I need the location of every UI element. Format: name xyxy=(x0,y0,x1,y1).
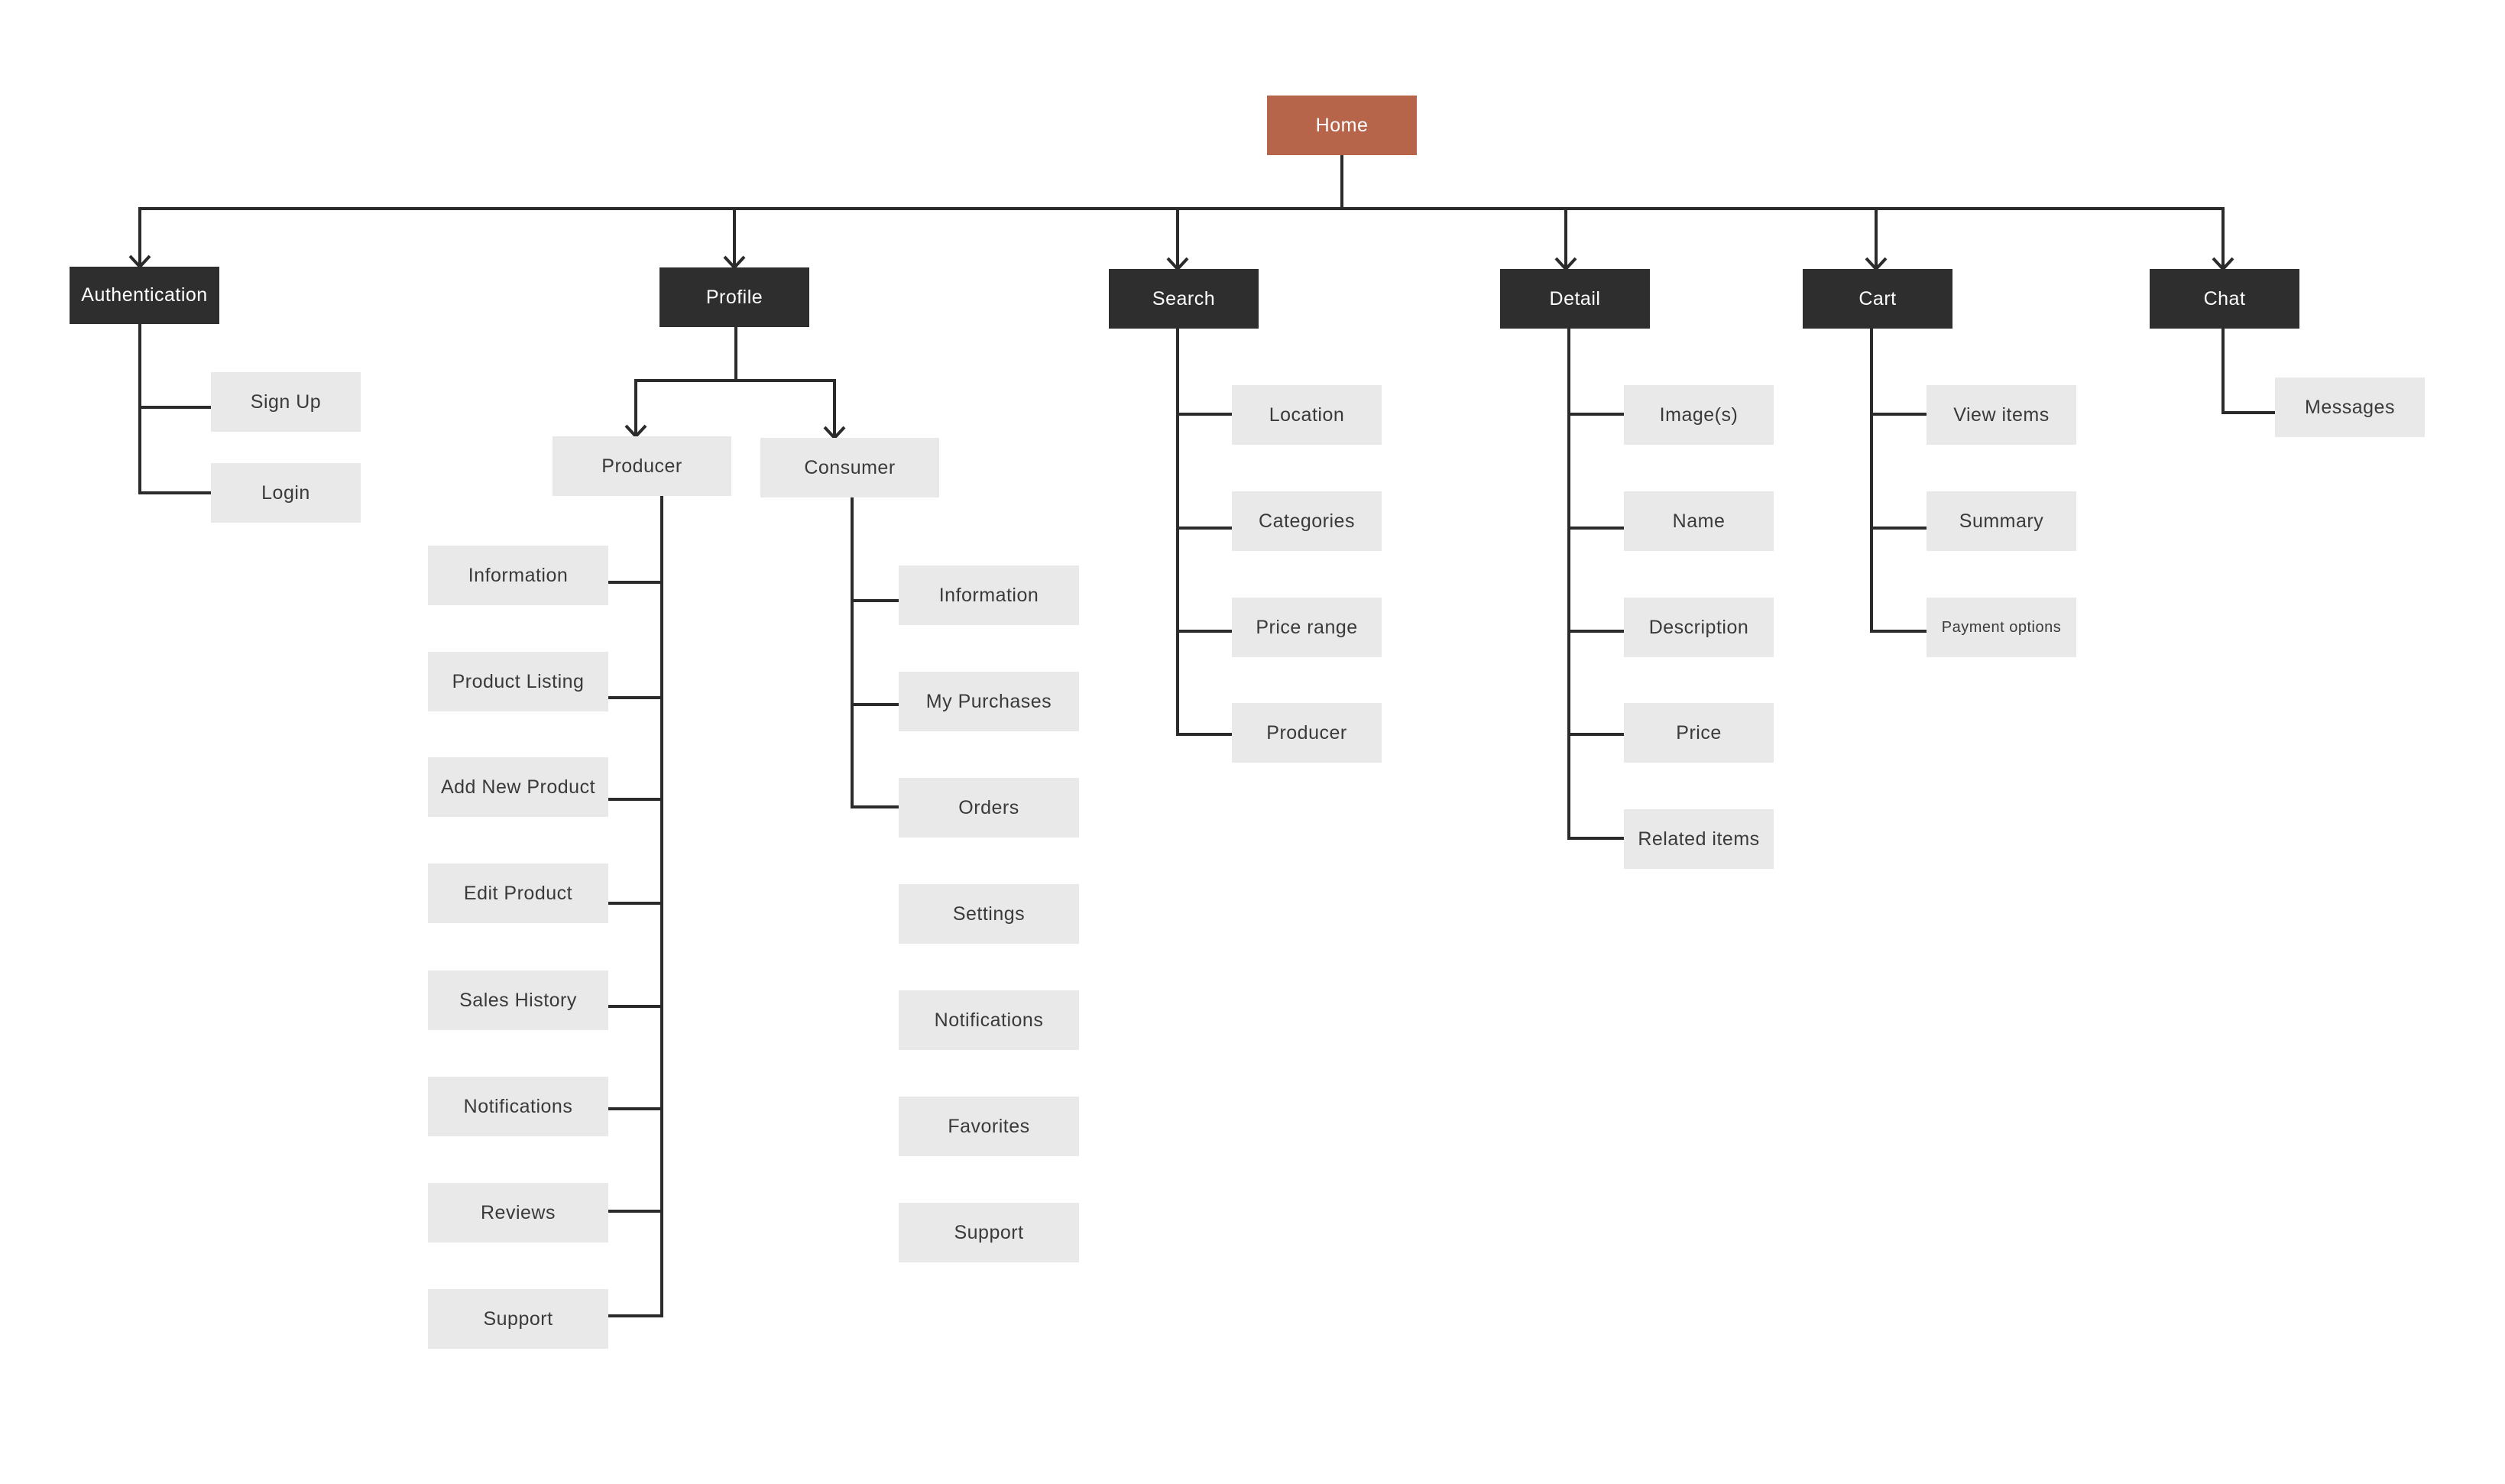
node-consumer-support: Support xyxy=(899,1203,1079,1262)
node-view-items: View items xyxy=(1927,385,2076,445)
node-consumer-information: Information xyxy=(899,565,1079,625)
node-producer: Producer xyxy=(553,436,731,496)
node-favorites: Favorites xyxy=(899,1097,1079,1156)
node-price-range: Price range xyxy=(1232,598,1382,657)
node-detail: Detail xyxy=(1500,269,1650,329)
node-summary: Summary xyxy=(1927,491,2076,551)
node-description: Description xyxy=(1624,598,1774,657)
node-home: Home xyxy=(1267,96,1417,155)
node-producer-information: Information xyxy=(428,546,608,605)
node-consumer: Consumer xyxy=(760,438,939,497)
node-consumer-notifications: Notifications xyxy=(899,990,1079,1050)
node-my-purchases: My Purchases xyxy=(899,672,1079,731)
node-messages: Messages xyxy=(2275,377,2425,437)
node-product-listing: Product Listing xyxy=(428,652,608,711)
node-reviews: Reviews xyxy=(428,1183,608,1243)
node-edit-product: Edit Product xyxy=(428,864,608,923)
node-sign-up: Sign Up xyxy=(211,372,361,432)
node-sales-history: Sales History xyxy=(428,970,608,1030)
node-name: Name xyxy=(1624,491,1774,551)
node-producer-notifications: Notifications xyxy=(428,1077,608,1136)
node-price: Price xyxy=(1624,703,1774,763)
node-images: Image(s) xyxy=(1624,385,1774,445)
node-payment-options: Payment options xyxy=(1927,598,2076,657)
node-cart: Cart xyxy=(1803,269,1952,329)
node-profile: Profile xyxy=(659,267,809,327)
node-producer-support: Support xyxy=(428,1289,608,1349)
node-categories: Categories xyxy=(1232,491,1382,551)
node-login: Login xyxy=(211,463,361,523)
node-related-items: Related items xyxy=(1624,809,1774,869)
connector-chat-item-0 xyxy=(2221,327,2277,414)
node-settings: Settings xyxy=(899,884,1079,944)
node-chat: Chat xyxy=(2150,269,2299,329)
node-authentication: Authentication xyxy=(70,267,219,324)
node-orders: Orders xyxy=(899,778,1079,838)
node-location: Location xyxy=(1232,385,1382,445)
node-search: Search xyxy=(1109,269,1259,329)
node-add-new-product: Add New Product xyxy=(428,757,608,817)
node-search-producer: Producer xyxy=(1232,703,1382,763)
